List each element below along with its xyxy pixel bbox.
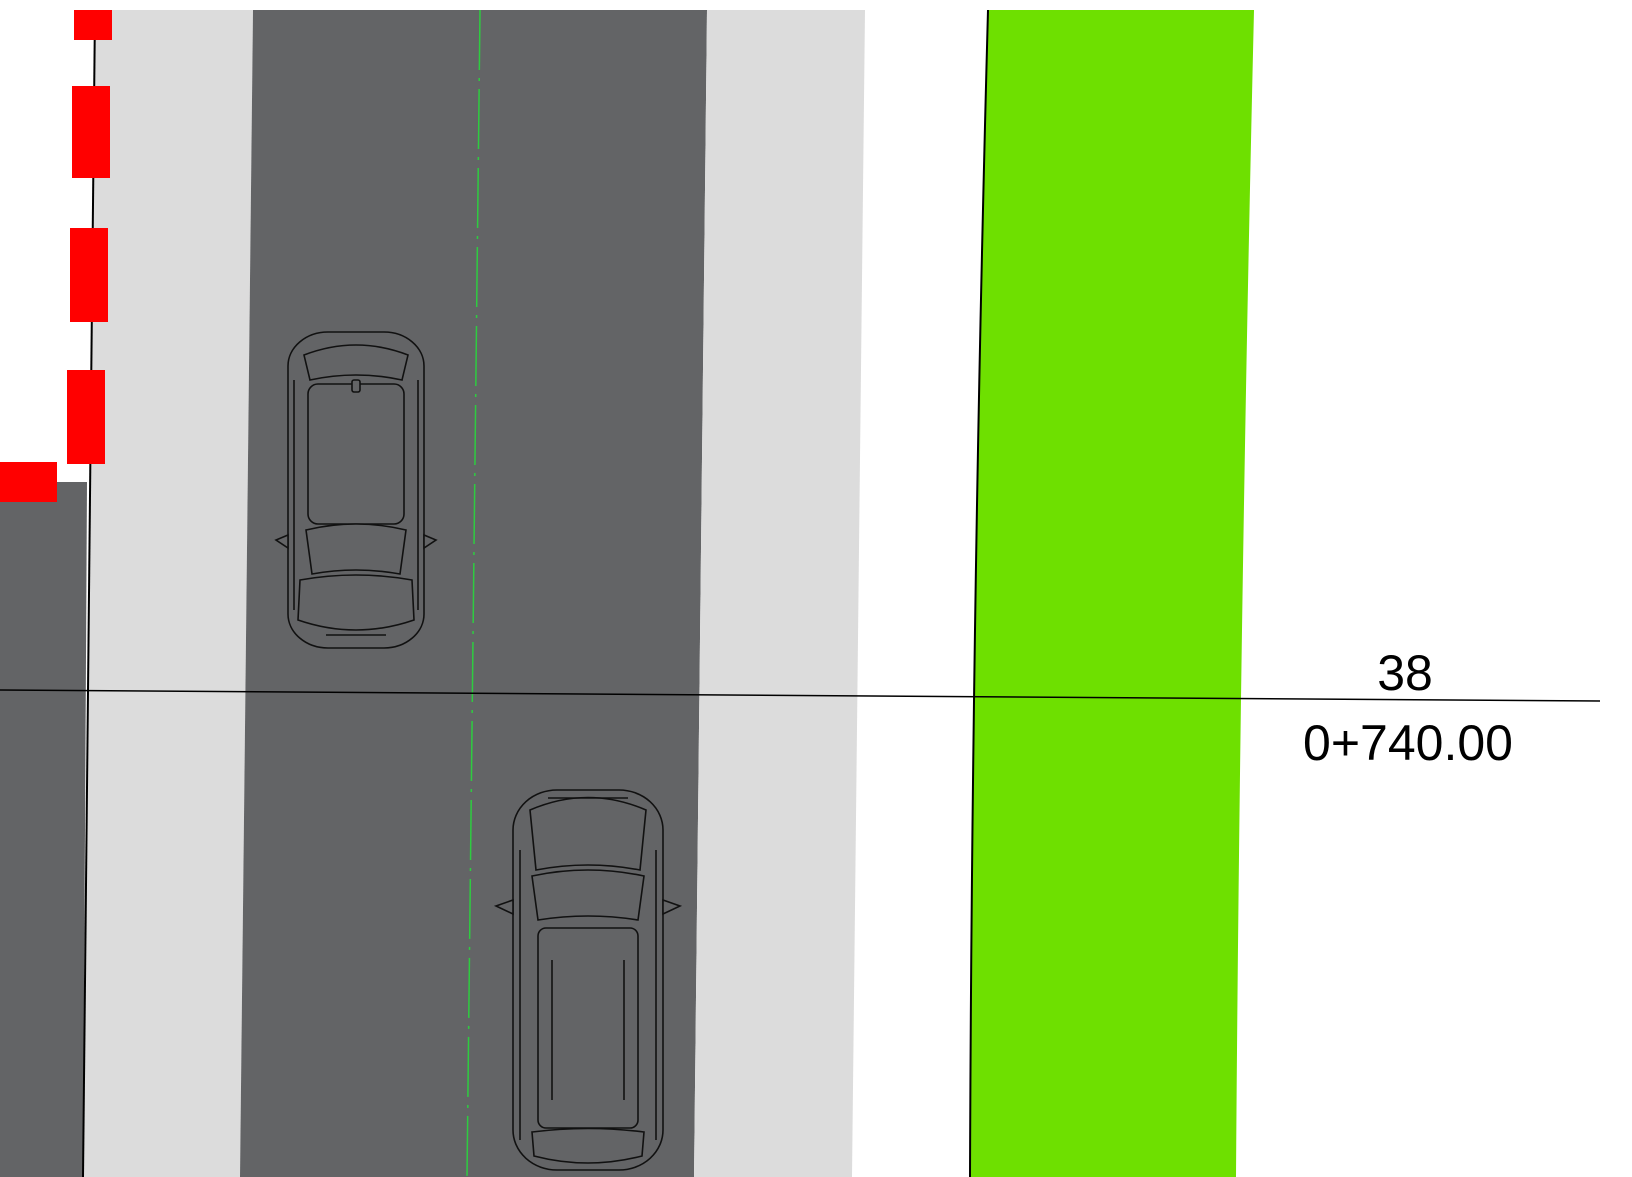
boundary-dash xyxy=(67,370,105,464)
left-sidewalk xyxy=(83,10,253,1177)
station-cross-section-line xyxy=(0,689,1601,702)
right-sidewalk xyxy=(694,10,865,1177)
property-line xyxy=(82,9,96,1177)
boundary-dash xyxy=(0,462,57,502)
left-side-road xyxy=(0,482,87,1177)
car-top-view-lower xyxy=(493,789,683,1171)
boundary-dash xyxy=(72,86,110,178)
station-number: 38 xyxy=(1377,645,1433,701)
road-centerline xyxy=(466,9,481,1177)
station-chainage: 0+740.00 xyxy=(1303,715,1513,771)
car-top-view-upper xyxy=(274,331,438,649)
red-dashed-boundary xyxy=(0,10,112,502)
green-planting-strip xyxy=(970,10,1254,1177)
boundary-dash xyxy=(74,10,112,40)
green-strip-edge-line xyxy=(969,9,989,1177)
boundary-dash xyxy=(70,228,108,322)
